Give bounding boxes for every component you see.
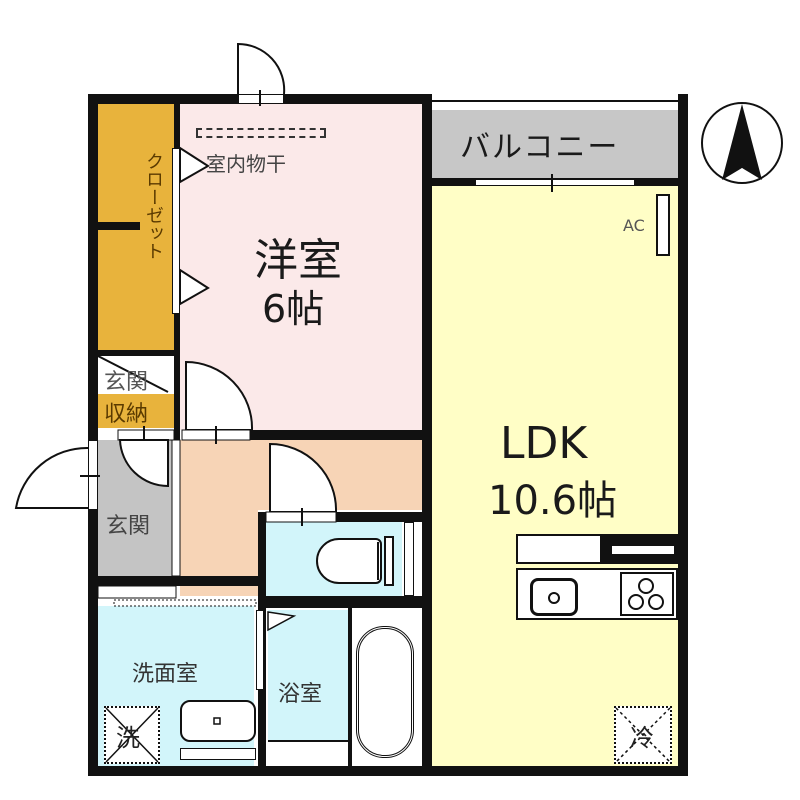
wall-room-bottom xyxy=(250,430,422,440)
wall-right xyxy=(678,94,688,776)
wall-closet-divider xyxy=(98,222,140,230)
closet-door xyxy=(172,148,180,314)
washroom-door xyxy=(256,610,264,690)
balcony-top-rail xyxy=(432,96,678,102)
entrance-storage-label-2: 収納 xyxy=(104,402,149,427)
washer-label: 洗 xyxy=(116,724,140,752)
kitchen-wall-block-slot xyxy=(612,546,674,554)
wall-entrance-bottom xyxy=(98,576,258,586)
toilet-tank xyxy=(384,536,394,586)
western-room-size: 6帖 xyxy=(262,287,325,331)
wall-bottom xyxy=(88,766,688,776)
wall-toilet-top xyxy=(258,512,422,522)
wall-top-left xyxy=(88,94,238,104)
indoor-drying-label: 室内物干 xyxy=(206,152,286,176)
kitchen-upper-counter xyxy=(516,534,602,564)
bath-step xyxy=(268,740,348,764)
washroom-label: 洗面室 xyxy=(132,662,199,687)
bathtub[interactable] xyxy=(356,626,414,758)
wall-toilet-bottom xyxy=(258,596,422,608)
wall-left xyxy=(88,94,98,440)
ldk-name: LDK xyxy=(500,418,588,469)
bathroom-label: 浴室 xyxy=(278,682,323,707)
western-room-name: 洋室 xyxy=(254,235,342,286)
wall-top-mid xyxy=(284,94,432,104)
wall-bath-divider xyxy=(348,608,352,766)
indoor-drying-rack xyxy=(196,128,326,138)
vanity-counter xyxy=(180,748,256,760)
wall-closet-bottom xyxy=(98,350,174,356)
entrance-storage-label-1: 玄関 xyxy=(104,370,149,395)
ldk xyxy=(432,186,678,766)
ac-unit[interactable] xyxy=(656,194,670,256)
wall-left-lower xyxy=(88,510,98,776)
wall-balcony-left xyxy=(422,94,432,766)
entrance-label: 玄関 xyxy=(106,514,151,539)
balcony xyxy=(432,110,678,178)
fridge-label: 冷 xyxy=(630,724,654,752)
toilet-side-window xyxy=(404,522,414,596)
bathroom xyxy=(268,610,350,740)
ac-label: AC xyxy=(623,216,645,235)
toilet-bowl[interactable] xyxy=(316,538,382,584)
closet-label: クローゼット xyxy=(143,152,164,260)
north-arrow-icon xyxy=(701,102,783,184)
entrance-storage xyxy=(98,394,174,428)
ldk-size: 10.6帖 xyxy=(488,478,618,524)
balcony-window xyxy=(476,180,634,185)
balcony-label: バルコニー xyxy=(460,130,620,165)
